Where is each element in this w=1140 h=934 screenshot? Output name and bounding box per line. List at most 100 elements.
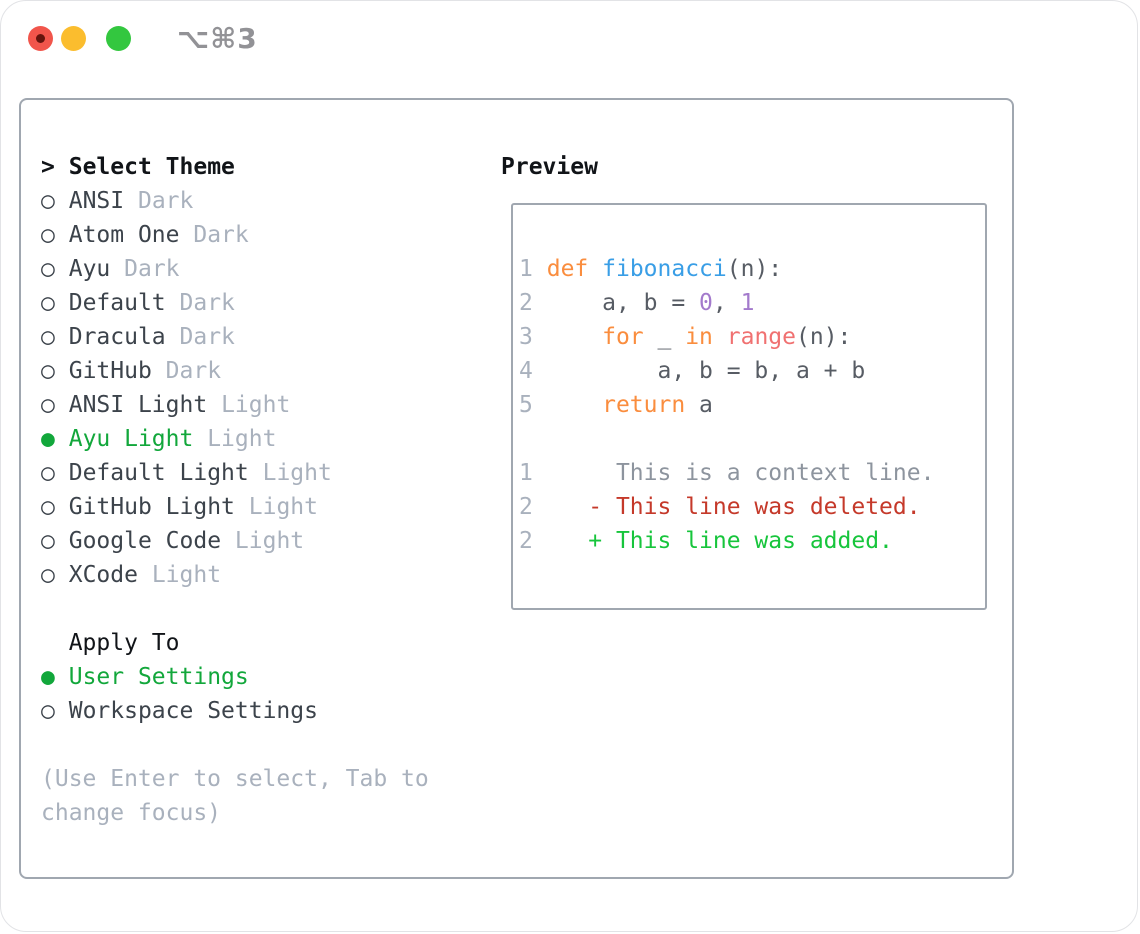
radio-icon: ○	[41, 528, 55, 554]
spacer-row	[41, 592, 429, 626]
code-token-lit: 0	[699, 290, 713, 316]
hint-text: change focus)	[41, 800, 222, 826]
theme-variant: Dark	[193, 222, 249, 248]
window-shortcut-label: ⌥⌘3	[177, 22, 258, 55]
theme-name: Google Code	[68, 528, 222, 554]
hint-line: change focus)	[41, 796, 429, 830]
theme-name: XCode	[68, 562, 138, 588]
theme-name: Ayu Light	[68, 426, 194, 452]
theme-variant: Dark	[179, 324, 235, 350]
line-number: 1	[519, 460, 533, 486]
code-line: 2 a, b = 0, 1	[519, 286, 985, 320]
radio-icon: ○	[41, 392, 55, 418]
hint-line: (Use Enter to select, Tab to	[41, 762, 429, 796]
select-theme-header: > Select Theme	[41, 150, 429, 184]
code-line: 1 def fibonacci(n):	[519, 252, 985, 286]
theme-list: > Select Theme○ ANSI Dark○ Atom One Dark…	[41, 150, 429, 830]
theme-name: Default	[68, 290, 166, 316]
apply-option-label: User Settings	[68, 664, 249, 690]
zoom-button[interactable]	[106, 26, 131, 51]
radio-selected-icon: ●	[41, 426, 55, 452]
theme-variant: Dark	[137, 188, 194, 214]
theme-name: Default Light	[68, 460, 249, 486]
radio-icon: ○	[41, 562, 55, 588]
line-number: 2	[519, 290, 533, 316]
radio-icon: ○	[41, 256, 55, 282]
theme-variant: Dark	[165, 358, 222, 384]
theme-option-github[interactable]: ○ GitHub Dark	[41, 354, 429, 388]
radio-icon: ○	[41, 460, 55, 486]
code-line: 5 return a	[519, 388, 985, 422]
close-dot-icon	[36, 34, 45, 43]
theme-option-default-light[interactable]: ○ Default Light Light	[41, 456, 429, 490]
code-token-kw: return	[602, 392, 686, 418]
radio-icon: ○	[41, 222, 55, 248]
preview-title: Preview	[501, 154, 598, 180]
theme-option-google-code[interactable]: ○ Google Code Light	[41, 524, 429, 558]
close-button[interactable]	[28, 26, 53, 51]
theme-name: Dracula	[68, 324, 166, 350]
spacer-row	[41, 728, 429, 762]
code-token-ctx: This is a context line.	[546, 460, 935, 486]
theme-option-ansi-light[interactable]: ○ ANSI Light Light	[41, 388, 429, 422]
diff-deleted-line: 2 - This line was deleted.	[519, 490, 985, 524]
theme-variant: Light	[151, 562, 222, 588]
apply-option-workspace-settings[interactable]: ○ Workspace Settings	[41, 694, 429, 728]
code-line: 4 a, b = b, a + b	[519, 354, 985, 388]
code-token-fg	[713, 324, 727, 350]
theme-option-dracula[interactable]: ○ Dracula Dark	[41, 320, 429, 354]
code-token-fg: a	[685, 392, 713, 418]
diff-added-line: 2 + This line was added.	[519, 524, 985, 558]
prompt-icon: >	[41, 154, 55, 180]
line-number: 2	[519, 528, 533, 554]
code-token-fg: (n):	[726, 256, 783, 282]
hint-text: (Use Enter to select, Tab to	[41, 766, 429, 792]
code-token-fg	[547, 324, 602, 350]
code-token-fg: a, b = b, a + b	[546, 358, 866, 384]
radio-selected-icon: ●	[41, 664, 55, 690]
theme-option-xcode[interactable]: ○ XCode Light	[41, 558, 429, 592]
code-token-kw: for	[602, 324, 644, 350]
radio-icon: ○	[41, 358, 55, 384]
theme-variant: Light	[248, 494, 318, 520]
spacer-row	[519, 422, 985, 456]
apply-to-header: Apply To	[41, 626, 429, 660]
code-token-fg: (n):	[796, 324, 852, 350]
theme-picker-panel: > Select Theme○ ANSI Dark○ Atom One Dark…	[19, 98, 1014, 879]
theme-name: GitHub Light	[68, 494, 235, 520]
theme-option-ayu[interactable]: ○ Ayu Dark	[41, 252, 429, 286]
code-token-fg: ,	[712, 290, 741, 316]
select-theme-title: Select Theme	[68, 154, 235, 180]
theme-variant: Dark	[124, 256, 180, 282]
theme-option-default[interactable]: ○ Default Dark	[41, 286, 429, 320]
code-token-fn: fibonacci	[602, 256, 727, 282]
apply-option-user-settings[interactable]: ● User Settings	[41, 660, 429, 694]
theme-option-atom-one[interactable]: ○ Atom One Dark	[41, 218, 429, 252]
code-token-kw: def	[546, 256, 589, 282]
code-token-fg	[547, 392, 602, 418]
line-number: 1	[519, 256, 533, 282]
minimize-button[interactable]	[61, 26, 86, 51]
radio-icon: ○	[41, 324, 55, 350]
code-token-fg	[588, 256, 602, 282]
theme-variant: Light	[262, 460, 332, 486]
apply-to-title: Apply To	[68, 630, 180, 656]
code-token-add: + This line was added.	[546, 528, 893, 554]
code-token-fg: a, b =	[546, 290, 700, 316]
code-token-lit: 1	[740, 290, 755, 316]
theme-name: GitHub	[68, 358, 152, 384]
line-number: 3	[519, 324, 533, 350]
apply-option-label: Workspace Settings	[68, 698, 318, 724]
radio-icon: ○	[41, 188, 55, 214]
theme-option-github-light[interactable]: ○ GitHub Light Light	[41, 490, 429, 524]
code-token-kw: in	[685, 324, 713, 350]
radio-icon: ○	[41, 698, 55, 724]
diff-context-line: 1 This is a context line.	[519, 456, 985, 490]
theme-option-ayu-light[interactable]: ● Ayu Light Light	[41, 422, 429, 456]
theme-option-ansi[interactable]: ○ ANSI Dark	[41, 184, 429, 218]
theme-variant: Light	[207, 426, 277, 452]
theme-name: ANSI Light	[68, 392, 208, 418]
